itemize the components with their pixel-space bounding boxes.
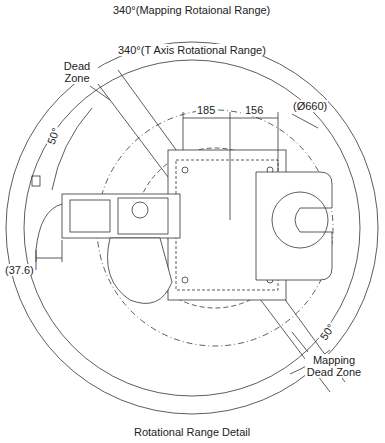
dimension-label: Dead Zone <box>56 60 98 84</box>
dimension-label: 156 <box>244 104 264 116</box>
dimension-label: Mapping Dead Zone <box>305 354 363 378</box>
dimension-label: 50° <box>317 321 338 343</box>
dimension-label: 340°(T Axis Rotational Range) <box>117 44 267 56</box>
dimension-label: 50° <box>44 125 62 147</box>
dimension-label: (Ø660) <box>292 100 328 112</box>
dimension-label: (37.6) <box>4 264 35 276</box>
dimension-label: 340°(Mapping Rotaional Range) <box>112 4 271 16</box>
caption: Rotational Range Detail <box>133 426 251 438</box>
dimension-label: 185 <box>196 104 216 116</box>
